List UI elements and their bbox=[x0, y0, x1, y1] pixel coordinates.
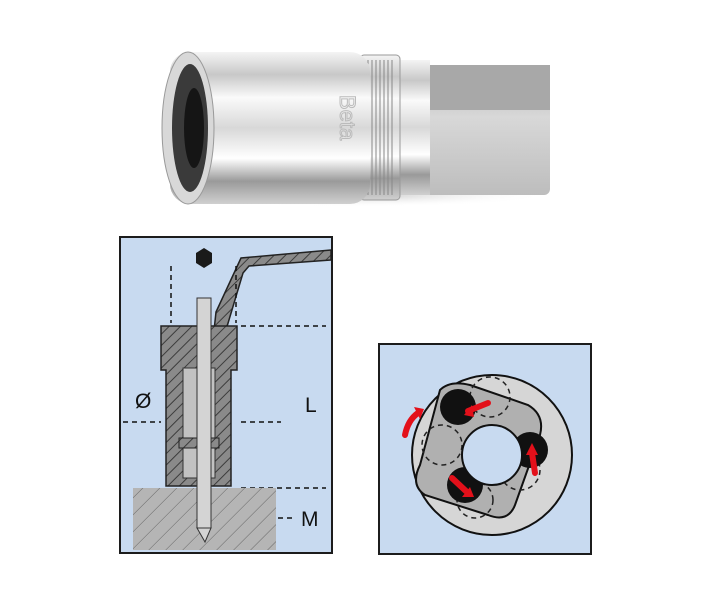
product-photo: Beta bbox=[150, 20, 560, 210]
diameter-label: Ø bbox=[135, 390, 152, 413]
hex-nut-icon bbox=[196, 248, 212, 268]
section-diagram-icon bbox=[123, 248, 331, 550]
socket-photo-icon: Beta bbox=[161, 51, 550, 207]
length-label: L bbox=[305, 394, 317, 417]
thread-label: M bbox=[301, 508, 319, 531]
section-diagram-panel: Ø L M bbox=[119, 236, 333, 554]
roller-mechanism-icon bbox=[402, 374, 573, 536]
roller-diagram-panel bbox=[378, 343, 592, 555]
brand-engraving: Beta bbox=[335, 95, 360, 141]
